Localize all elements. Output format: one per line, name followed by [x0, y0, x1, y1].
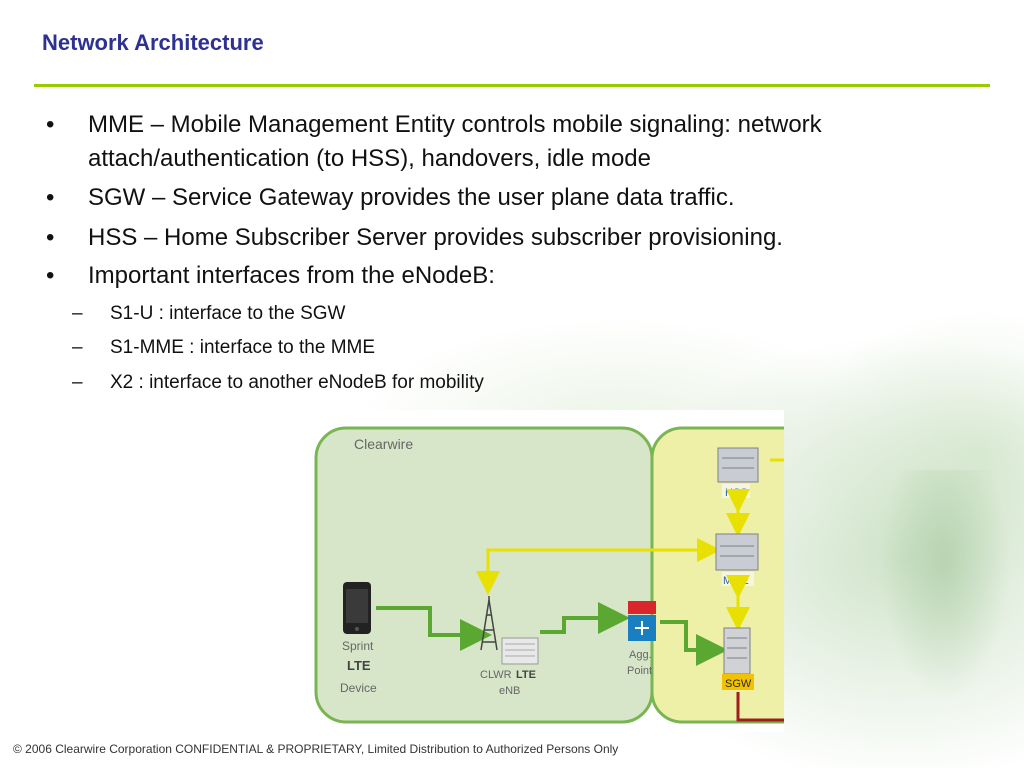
device-label-device: Device	[340, 681, 377, 695]
tower-icon	[480, 596, 498, 651]
sgw-server-icon	[723, 627, 751, 675]
device-label-sprint: Sprint	[342, 639, 374, 653]
phone-icon	[343, 582, 371, 634]
sgw-label: SGW	[725, 678, 752, 690]
clearwire-label: Clearwire	[354, 436, 413, 452]
device-label-lte: LTE	[347, 658, 371, 673]
background-person-image	[880, 470, 1010, 700]
enb-label-lte: LTE	[516, 669, 536, 681]
link-device-to-enb	[376, 606, 492, 651]
network-diagram-svg: Clearwire Sprint LTE Device	[314, 426, 814, 724]
enb-label-enb: eNB	[499, 685, 520, 697]
link-sgw-out	[736, 692, 784, 722]
title-divider	[34, 84, 990, 87]
network-diagram: Clearwire Sprint LTE Device	[302, 410, 814, 732]
enb-label-clwr: CLWR	[480, 669, 512, 681]
link-agg-to-sgw	[660, 620, 728, 666]
hss-label: HSS	[725, 487, 748, 499]
footer-confidentiality-notice: © 2006 Clearwire Corporation CONFIDENTIA…	[13, 742, 619, 756]
mme-label: MME	[723, 575, 749, 587]
link-enb-to-agg	[540, 602, 630, 634]
aggregation-router-icon	[628, 601, 656, 641]
slide-title: Network Architecture	[42, 30, 264, 55]
enb-icon	[501, 637, 539, 665]
sgw-label-bg	[722, 674, 754, 690]
agg-label-agg: Agg.	[629, 649, 652, 661]
agg-label-point: Point	[627, 665, 652, 677]
hss-server-icon	[717, 447, 759, 483]
mme-server-icon	[715, 533, 759, 571]
